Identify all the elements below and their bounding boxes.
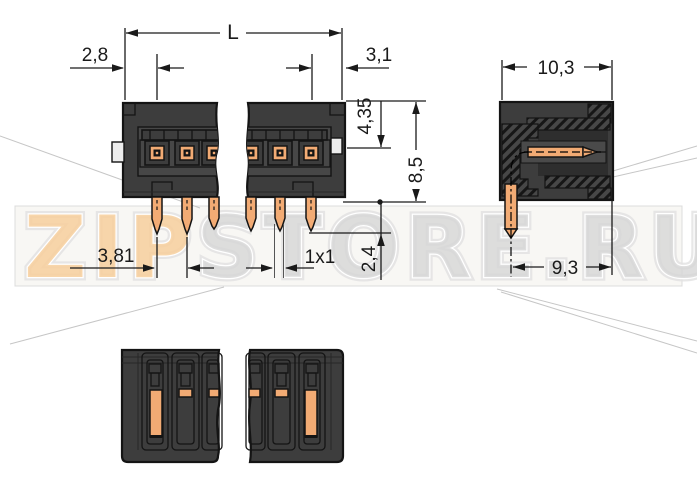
dim-label-pin-pitch: 3,81 (98, 246, 135, 267)
watermark-outline-text: ZIPSTORE.RU (24, 198, 697, 298)
hatch-bottom-strip (544, 175, 611, 189)
pin (151, 196, 163, 237)
pin-channel (171, 352, 200, 451)
keying-tab-left (111, 141, 125, 163)
pin (245, 196, 257, 233)
dimension-lines (70, 28, 613, 280)
dim-label-last-pin-offset: 3,1 (366, 45, 392, 66)
pin-channel (298, 352, 326, 451)
pin-bottom-stub (274, 388, 289, 398)
pin-bottom-stub (178, 388, 193, 398)
watermark-zip: ZIP (24, 198, 196, 298)
pin-channel (245, 352, 266, 451)
contact (298, 140, 324, 166)
pin (181, 196, 193, 237)
dim-label-total-length: L (227, 21, 239, 44)
keying-tab-right (329, 137, 343, 155)
hatch-top-strip (526, 117, 611, 131)
solder-pins-front (151, 196, 317, 237)
pin (274, 196, 286, 233)
dim-label-housing-depth: 10,3 (538, 58, 575, 79)
pin-channel (141, 352, 169, 451)
front-view (111, 101, 347, 237)
bottom-view (120, 348, 345, 464)
dim-label-pin-protrusion: 2,4 (359, 245, 380, 272)
contact (201, 140, 218, 166)
pin-channel (267, 352, 296, 451)
front-left-interior (137, 126, 218, 177)
contact (247, 140, 264, 166)
pin-bottom-long (304, 389, 318, 438)
watermark-band (14, 205, 683, 287)
pin-bottom-stub (248, 388, 261, 398)
dim-label-solder-pin-offset: 9,3 (552, 258, 578, 279)
bottom-body-right-half (248, 348, 345, 464)
contact (174, 140, 200, 166)
front-right-interior (247, 126, 332, 177)
bottom-body-left-half (120, 348, 221, 464)
hatch-bottom-right (587, 187, 612, 200)
pin-centerline (510, 151, 529, 277)
dimension-arrows (112, 29, 611, 272)
contact (267, 140, 293, 166)
contact (144, 140, 170, 166)
watermark-store: STORE.RU (196, 198, 697, 298)
dim-label-contact-axis-depth: 4,35 (355, 98, 376, 135)
side-view (498, 100, 615, 277)
pin (305, 196, 317, 233)
pin-channel (201, 352, 223, 451)
dimensions: L 2,8 3,1 10,3 4,35 8,5 2,4 3,81 1x1 9,3 (70, 21, 613, 280)
dim-label-housing-height: 8,5 (406, 157, 427, 183)
pin (208, 196, 220, 231)
pin-bottom-long (149, 389, 163, 438)
dim-label-pin-cross-section: 1x1 (305, 247, 336, 268)
dim-label-first-pin-offset: 2,8 (82, 45, 108, 66)
pin-bottom-stub (208, 388, 220, 398)
